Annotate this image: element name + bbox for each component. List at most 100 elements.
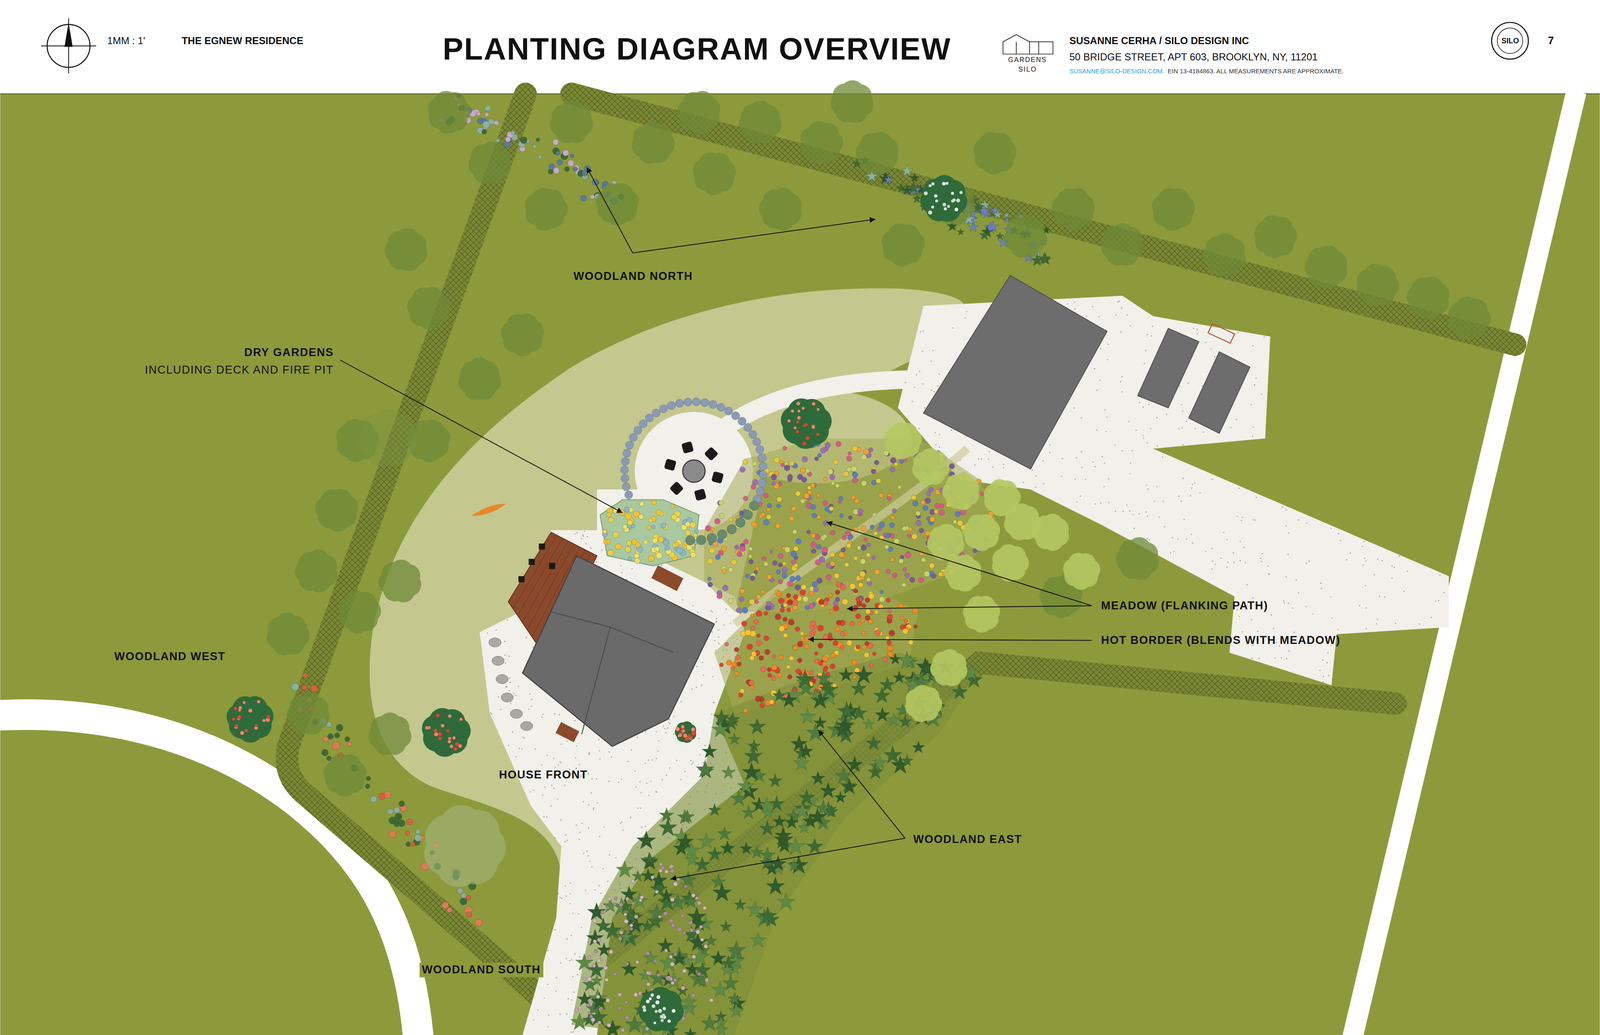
plant-symbol	[830, 652, 837, 659]
plant-symbol	[800, 632, 804, 636]
gravel-speck	[634, 770, 636, 773]
plant-symbol	[827, 632, 833, 638]
plant-symbol	[734, 898, 747, 911]
plant-symbol	[880, 590, 884, 595]
gravel-speck	[554, 929, 556, 931]
gravel-speck	[1233, 562, 1235, 564]
gravel-speck	[668, 722, 670, 724]
plant-symbol	[816, 515, 821, 520]
gravel-speck	[1267, 573, 1270, 575]
gravel-speck	[1252, 519, 1254, 521]
gravel-speck	[1238, 487, 1240, 490]
plant-symbol	[866, 542, 871, 548]
plant-symbol	[597, 1021, 602, 1025]
gravel-speck	[1260, 560, 1263, 563]
plant-symbol	[748, 680, 755, 686]
plant-symbol	[840, 584, 847, 591]
gravel-speck	[569, 893, 571, 895]
plant-symbol	[900, 616, 904, 620]
plant-symbol	[823, 520, 829, 526]
plant-symbol	[840, 645, 845, 650]
plant-symbol	[788, 619, 795, 626]
plant-symbol	[860, 618, 865, 623]
gravel-speck	[1002, 464, 1005, 466]
plant-symbol	[663, 912, 668, 916]
plant-symbol	[846, 543, 851, 549]
plant-symbol	[952, 520, 958, 525]
gravel-speck	[585, 543, 587, 545]
plant-symbol	[853, 556, 858, 561]
gravel-speck	[553, 787, 555, 790]
plant-symbol	[802, 596, 809, 603]
plant-symbol	[720, 841, 735, 855]
gravel-speck	[1240, 520, 1243, 522]
gravel-speck	[655, 758, 658, 760]
plant-symbol	[851, 660, 858, 666]
gravel-speck	[1362, 564, 1364, 566]
gravel-speck	[1223, 532, 1225, 534]
plant-symbol	[787, 675, 793, 680]
gravel-speck	[1165, 413, 1168, 415]
gravel-speck	[504, 641, 506, 643]
plant-symbol	[810, 483, 815, 488]
plant-symbol	[602, 529, 608, 535]
plant-symbol	[842, 471, 849, 477]
gravel-speck	[1430, 617, 1433, 619]
plant-symbol	[905, 552, 911, 559]
gravel-speck	[1285, 509, 1287, 511]
gravel-speck	[1194, 482, 1196, 484]
gravel-speck	[1156, 445, 1158, 447]
plant-symbol	[852, 445, 858, 452]
gravel-speck	[665, 775, 668, 777]
plant-symbol	[624, 919, 629, 924]
gravel-speck	[1255, 519, 1257, 521]
gravel-speck	[1131, 450, 1133, 452]
plant-symbol	[790, 735, 808, 752]
gravel-speck	[639, 781, 641, 783]
gravel-speck	[547, 1026, 549, 1028]
plant-symbol	[688, 921, 693, 926]
gravel-speck	[1178, 385, 1180, 388]
plant-symbol	[683, 885, 688, 889]
gravel-speck	[1129, 325, 1131, 327]
plant-symbol	[811, 513, 817, 519]
gravel-speck	[700, 685, 703, 687]
plant-symbol	[782, 446, 788, 451]
plant-symbol	[742, 496, 748, 502]
plant-symbol	[690, 947, 710, 966]
deck-chair	[528, 559, 535, 566]
plant-symbol	[730, 666, 735, 671]
plant-symbol	[787, 474, 793, 480]
gravel-speck	[575, 825, 578, 827]
gravel-speck	[698, 738, 700, 740]
gravel-speck	[1080, 417, 1083, 419]
plant-symbol	[721, 546, 727, 552]
plant-symbol	[699, 925, 703, 929]
plant-symbol	[795, 627, 800, 632]
gravel-speck	[669, 719, 671, 721]
plant-symbol	[728, 517, 733, 522]
plant-symbol	[814, 457, 819, 462]
gravel-speck	[1135, 430, 1137, 432]
plant-symbol	[623, 912, 628, 917]
plant-symbol	[835, 483, 840, 488]
plant-symbol	[938, 509, 945, 516]
gravel-speck	[560, 762, 562, 764]
plant-symbol	[703, 945, 708, 949]
gravel-speck	[661, 779, 663, 781]
stepping-stone	[510, 709, 523, 719]
plant-symbol	[777, 672, 783, 678]
plant-symbol	[707, 582, 713, 588]
gravel-speck	[1171, 537, 1173, 539]
plant-symbol	[745, 574, 750, 579]
plant-symbol	[900, 555, 904, 560]
plant-symbol	[850, 465, 857, 472]
plant-symbol	[862, 718, 875, 730]
plant-symbol	[837, 701, 857, 720]
plant-symbol	[799, 589, 806, 596]
plant-symbol	[742, 762, 762, 781]
plant-symbol	[834, 626, 840, 632]
gravel-speck	[555, 977, 558, 979]
plant-symbol	[617, 992, 622, 998]
